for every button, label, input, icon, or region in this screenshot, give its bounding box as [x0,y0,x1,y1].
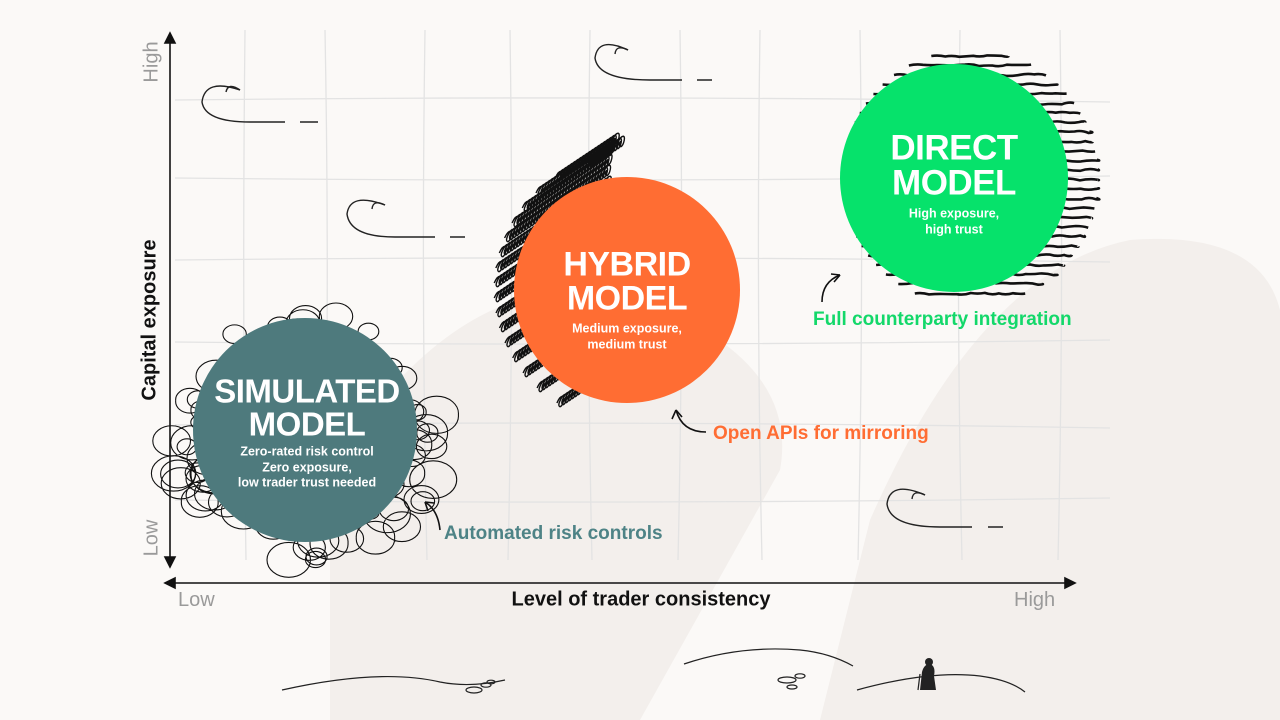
hybrid-model-circle [514,177,740,403]
open-apis-callout: Open APIs for mirroring [713,423,929,444]
simulated-title-line1: SIMULATED [214,372,400,410]
wind-swirl-icon [886,488,1003,528]
landscape-decoration [281,648,1026,694]
direct-subtitle-line1: High exposure, [908,206,1000,221]
full-counterparty-integration-callout: Full counterparty integration [813,309,1072,330]
wind-swirl-icon [346,199,465,238]
wind-swirl-icon [594,43,712,81]
stripe-texture-line [931,54,1010,59]
hybrid-subtitle-line2: medium trust [587,337,667,351]
hybrid-title-line2: MODEL [566,279,688,318]
hybrid-model-label: HYBRID MODEL Medium exposure, medium tru… [527,247,727,352]
x-axis-high-label: High [1014,589,1056,611]
stripe-texture-line [908,63,1032,68]
y-axis-high-label: High [140,41,163,83]
y-axis-title: Capital exposure [138,239,161,401]
curved-arrow-icon [671,409,707,433]
curved-arrow-icon [424,501,441,531]
simulated-subtitle-line3: low trader trust needed [237,475,377,490]
y-axis [163,31,177,569]
y-axis-low-label: Low [140,519,163,557]
simulated-model-label: SIMULATED MODEL Zero-rated risk control … [192,375,422,492]
background-shape [330,290,783,720]
direct-model-circle [840,64,1068,292]
background-shape [820,238,1280,720]
simulated-subtitle-line1: Zero-rated risk control [240,444,374,459]
direct-title-line2: MODEL [892,163,1016,203]
hybrid-title-line1: HYBRID [563,245,691,284]
curved-arrow-icon [821,273,841,303]
simulated-model-circle [193,318,417,542]
automated-risk-controls-callout: Automated risk controls [444,523,663,544]
x-axis-low-label: Low [178,589,215,611]
simulated-title-line2: MODEL [248,405,366,443]
x-axis [163,576,1077,590]
direct-model-label: DIRECT MODEL High exposure, high trust [854,130,1054,237]
traveler-figure-icon [917,658,936,691]
direct-subtitle-line2: high trust [925,222,983,236]
stripe-texture-line [914,291,1026,296]
simulated-subtitle-line2: Zero exposure, [262,460,352,475]
x-axis-title: Level of trader consistency [511,588,771,611]
direct-title-line1: DIRECT [890,128,1018,168]
wind-swirl-icon [201,85,318,123]
hybrid-subtitle-line1: Medium exposure, [572,321,682,336]
